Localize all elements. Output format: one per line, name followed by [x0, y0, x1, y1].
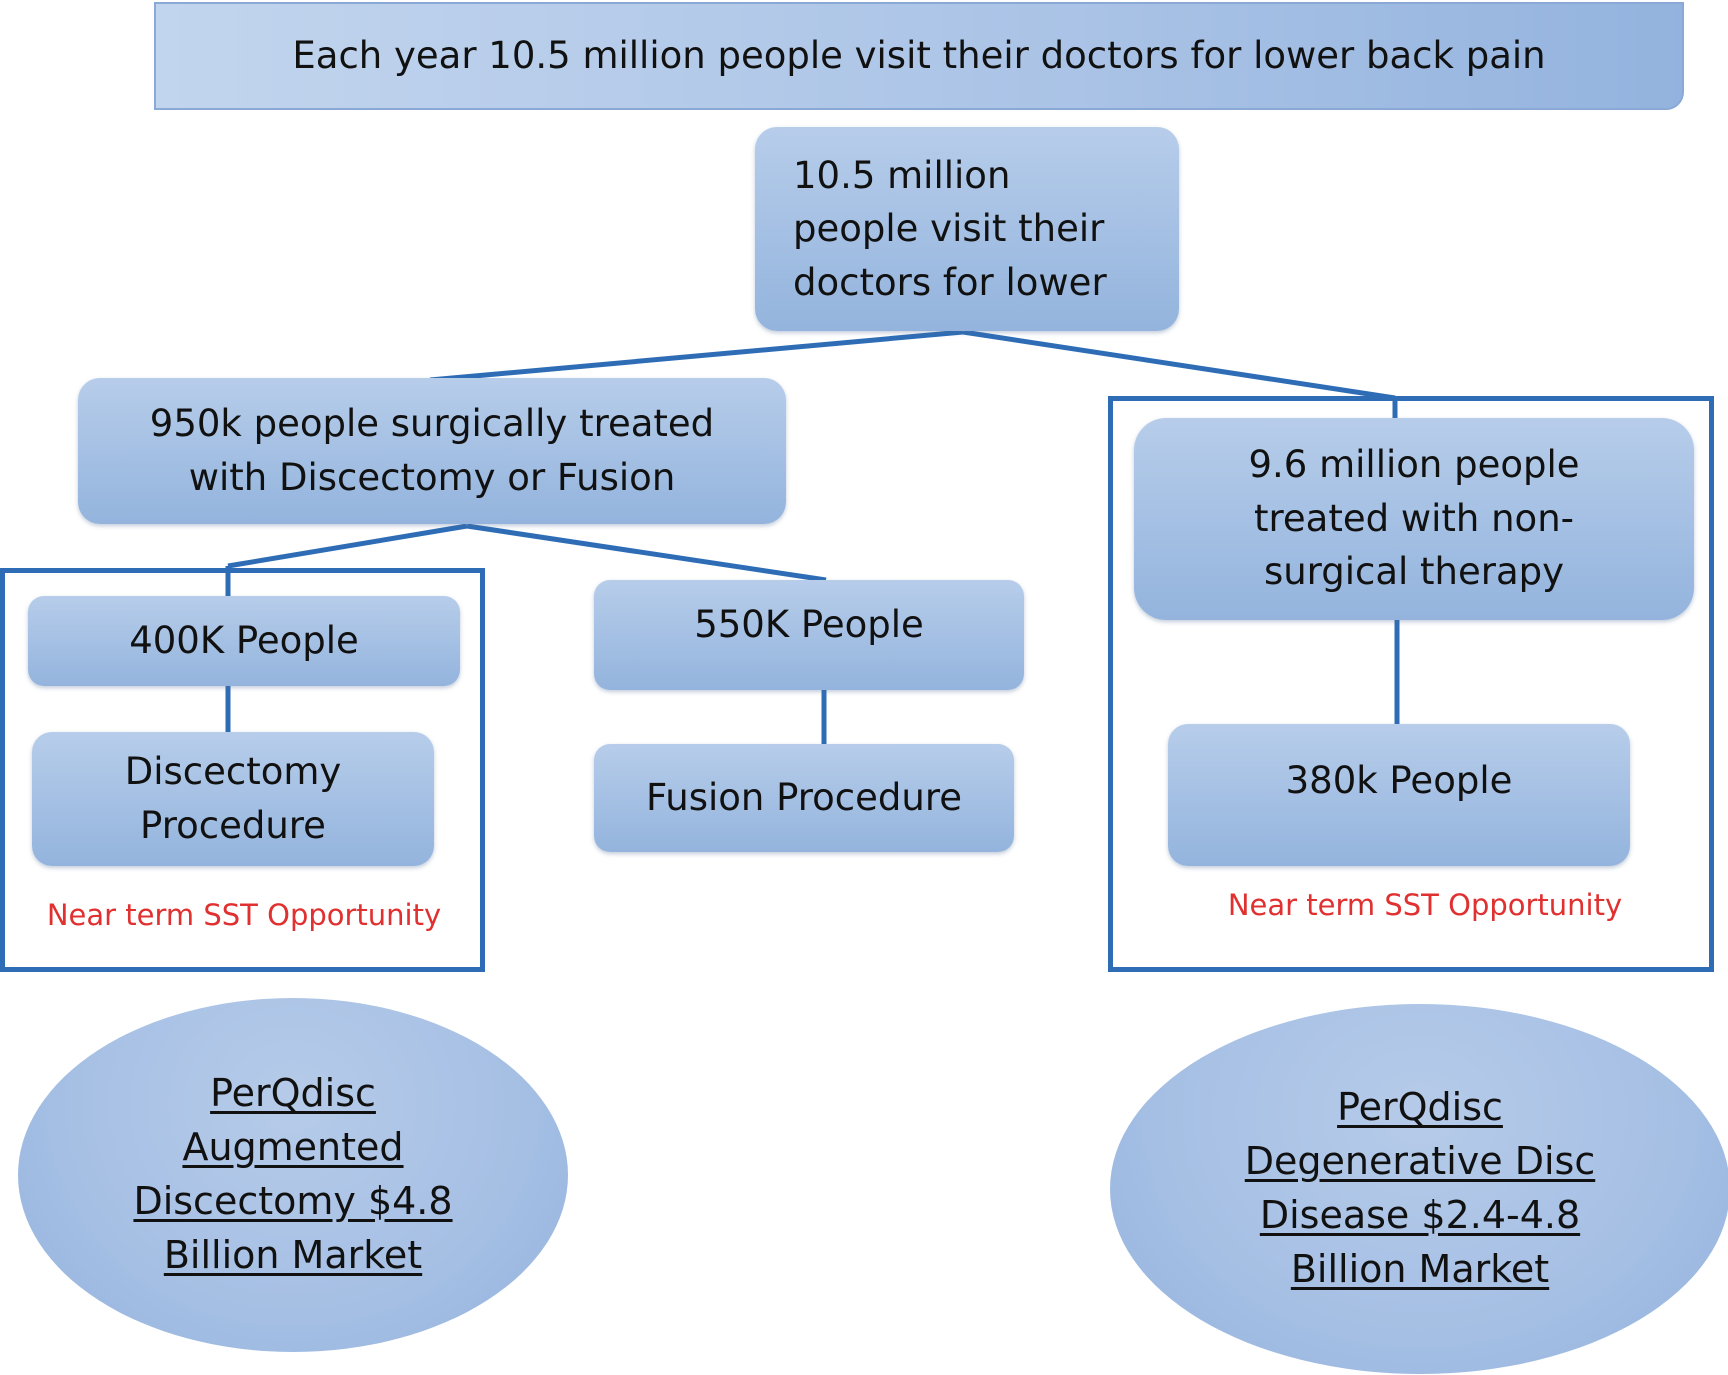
non-surgical-line-1: 9.6 million people	[1248, 443, 1580, 486]
connector-surgical-400k	[227, 523, 468, 569]
header-banner: Each year 10.5 million people visit thei…	[154, 2, 1684, 110]
discectomy-line-2: Procedure	[140, 804, 326, 847]
surgical-node-text: 950k people surgically treated with Disc…	[150, 397, 714, 504]
people-400k-node: 400K People	[28, 596, 460, 686]
right-opportunity-outline	[1108, 396, 1714, 972]
root-line-3: doctors for lower	[793, 260, 1107, 304]
fusion-label: Fusion Procedure	[645, 776, 963, 820]
non-surgical-text: 9.6 million people treated with non- sur…	[1248, 438, 1579, 599]
people-380k-label: 380k People	[1285, 759, 1513, 802]
market-left-line-3: Discectomy $4.8	[133, 1179, 453, 1223]
non-surgical-line-3: surgical therapy	[1263, 550, 1565, 594]
connector-root-nonsurgical	[962, 329, 1396, 401]
root-line-1: 10.5 million	[793, 153, 1011, 197]
market-right-text: PerQdisc Degenerative Disc Disease $2.4-…	[1245, 1081, 1595, 1297]
people-400k-label: 400K People	[129, 619, 359, 663]
people-550k-label: 550K People	[694, 603, 924, 646]
market-left-ellipse: PerQdisc Augmented Discectomy $4.8 Billi…	[18, 998, 568, 1352]
root-node: 10.5 million people visit their doctors …	[755, 127, 1179, 331]
market-right-line-2: Degenerative Disc	[1244, 1139, 1596, 1184]
people-550k-node: 550K People	[594, 580, 1024, 690]
non-surgical-node: 9.6 million people treated with non- sur…	[1134, 418, 1694, 620]
surgical-node: 950k people surgically treated with Disc…	[78, 378, 786, 524]
discectomy-node: Discectomy Procedure	[32, 732, 434, 866]
market-left-line-4: Billion Market	[163, 1232, 423, 1277]
people-380k-node: 380k People	[1168, 724, 1630, 866]
market-right-ellipse: PerQdisc Degenerative Disc Disease $2.4-…	[1110, 1004, 1728, 1374]
market-right-line-3: Disease $2.4-4.8	[1259, 1193, 1581, 1237]
left-opportunity-note: Near term SST Opportunity	[46, 898, 442, 932]
right-opportunity-note: Near term SST Opportunity	[1227, 888, 1623, 922]
non-surgical-line-2: treated with non-	[1253, 496, 1574, 540]
market-left-text: PerQdisc Augmented Discectomy $4.8 Billi…	[133, 1067, 452, 1283]
market-right-line-1: PerQdisc	[1337, 1085, 1503, 1130]
market-left-line-2: Augmented	[182, 1125, 404, 1170]
connector-surgical-550k	[466, 523, 827, 583]
market-right-line-4: Billion Market	[1290, 1246, 1550, 1291]
market-left-line-1: PerQdisc	[210, 1071, 376, 1116]
discectomy-text: Discectomy Procedure	[125, 745, 342, 852]
root-line-2: people visit their	[793, 207, 1105, 251]
surgical-line-2: with Discectomy or Fusion	[188, 456, 676, 499]
root-node-text: 10.5 million people visit their doctors …	[793, 149, 1107, 310]
header-banner-text: Each year 10.5 million people visit thei…	[292, 34, 1546, 78]
discectomy-line-1: Discectomy	[124, 750, 342, 794]
left-opportunity-outline	[0, 568, 485, 972]
fusion-node: Fusion Procedure	[594, 744, 1014, 852]
connector-root-surgical	[429, 329, 964, 383]
surgical-line-1: 950k people surgically treated	[149, 402, 715, 446]
